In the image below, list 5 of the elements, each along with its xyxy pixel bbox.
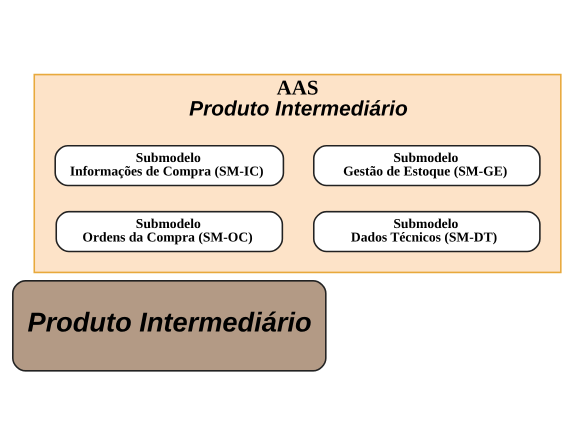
node-box: Produto Intermediário <box>12 280 327 372</box>
node-box: Submodelo Gestão de Estoque (SM-GE) <box>312 144 541 186</box>
node-box: Submodelo Informações de Compra (SM-IC) <box>54 144 284 186</box>
node-box: Submodelo Dados Técnicos (SM-DT) <box>312 210 541 252</box>
node-box: Submodelo Ordens da Compra (SM-OC) <box>55 210 284 252</box>
